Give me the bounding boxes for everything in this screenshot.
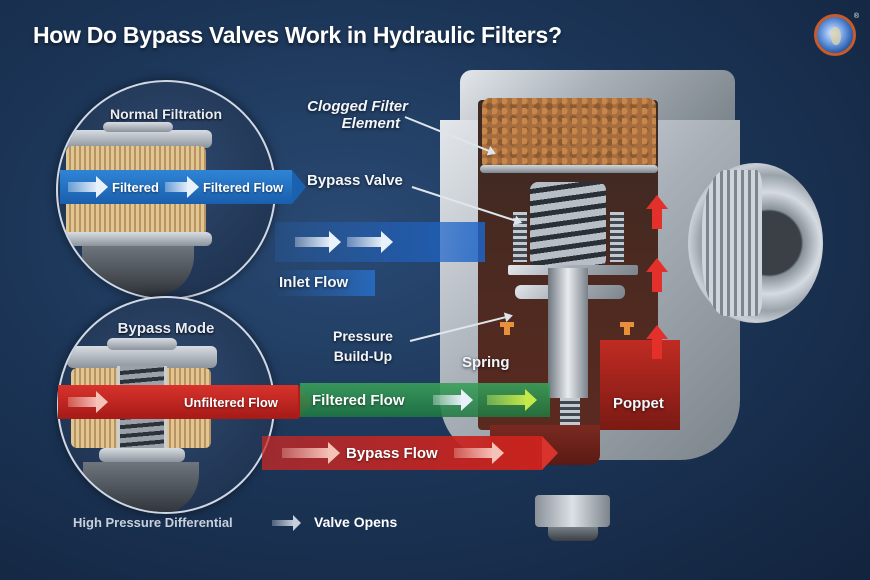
callout-line: Build-Up [333, 348, 393, 364]
globe-logo-icon: ® [814, 13, 859, 56]
continent-shape [831, 27, 841, 45]
unfiltered-flow-label: Unfiltered Flow [184, 394, 278, 410]
cartridge-bottom-cap [64, 232, 212, 246]
pressure-differential-label: High Pressure Differential [73, 515, 233, 530]
media-retainer-ring [480, 165, 658, 173]
registered-mark: ® [853, 13, 859, 20]
band-chevron-icon [292, 170, 306, 204]
pressure-buildup-callout: Pressure Build-Up [333, 326, 393, 366]
inlet-flow-tail [275, 270, 375, 296]
filtered-flow-label: Filtered Flow [202, 179, 284, 195]
poppet-callout: Poppet [613, 395, 664, 412]
normal-filtered-flow-band: Filtered Filtered Flow [60, 170, 292, 204]
guide-spring-right [610, 212, 624, 262]
clogged-filter-media [482, 98, 656, 170]
spring-callout: Spring [462, 354, 510, 371]
inlet-flow-callout: Inlet Flow [279, 274, 349, 291]
poppet-chamber [600, 340, 680, 430]
flow-arrow-icon [282, 442, 340, 464]
cartridge-base [83, 462, 199, 512]
valve-opens-label: Valve Opens [314, 514, 398, 530]
seal-left [500, 322, 514, 335]
callout-line: Element [341, 115, 400, 132]
cartridge-neck [107, 338, 177, 350]
drain-cap [548, 527, 598, 541]
flow-arrow-icon [486, 389, 537, 411]
poppet-spring [560, 398, 580, 430]
bypass-flow-band: Bypass Flow [262, 436, 542, 470]
outlet-thread-rings [702, 170, 762, 316]
flow-arrow-icon [164, 176, 199, 198]
flow-arrow-icon [68, 176, 108, 198]
valve-seat [99, 448, 185, 462]
cartridge-neck [103, 122, 173, 132]
band-chevron-icon [542, 436, 558, 470]
seal-right [620, 322, 634, 335]
right-arrow-icon [272, 515, 301, 531]
bypass-mode-label: Bypass Mode [117, 320, 215, 337]
normal-filtration-label: Normal Filtration [109, 106, 222, 122]
main-spring [530, 182, 606, 267]
inlet-flow-band [275, 222, 485, 262]
page-title: How Do Bypass Valves Work in Hydraulic F… [33, 22, 562, 48]
flow-arrow-icon [347, 231, 393, 253]
flow-arrow-icon [68, 391, 108, 413]
filtered-flow-band: Filtered Flow [300, 383, 550, 417]
flow-arrow-icon [295, 231, 341, 253]
flow-arrow-icon [453, 442, 504, 464]
filtered-flow-label: Filtered Flow [312, 391, 405, 409]
bypass-valve-callout: Bypass Valve [307, 172, 403, 189]
callout-line: Pressure [333, 328, 393, 344]
callout-line: Clogged Filter [307, 98, 408, 115]
cartridge-base [82, 246, 194, 296]
valve-stem [548, 268, 588, 398]
unfiltered-flow-band: Unfiltered Flow [58, 385, 298, 419]
flow-arrow-icon [432, 389, 473, 411]
bypass-flow-label: Bypass Flow [346, 444, 438, 462]
clogged-filter-callout: Clogged Filter Element [298, 98, 408, 132]
drain-nut [535, 495, 610, 527]
filtered-label: Filtered [112, 179, 159, 195]
cartridge-top-cap [64, 130, 212, 148]
cartridge-top-cap [67, 346, 217, 368]
